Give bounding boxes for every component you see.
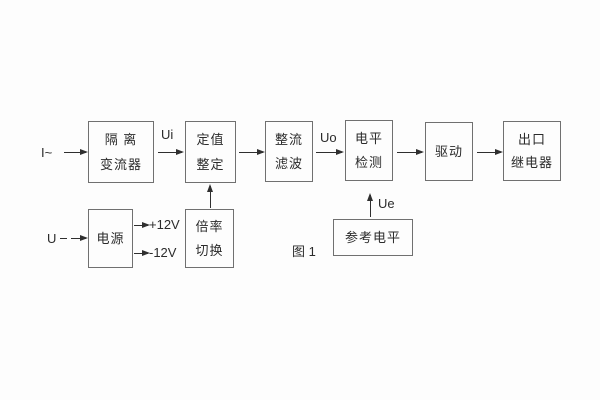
block-label: 滤波	[274, 156, 303, 171]
signal-label-minus-12v: -12V	[149, 245, 177, 260]
block-rectifier-filter: 整流 滤波	[265, 121, 313, 182]
block-label: 整流	[274, 132, 303, 147]
arrow-power-to-minus-12v	[134, 250, 150, 256]
block-label: 参考电平	[344, 230, 401, 245]
input-voltage-lead-line	[60, 238, 67, 239]
arrow-ratio-switch-to-setting	[207, 184, 213, 208]
arrow-rectifier-to-level-detect	[316, 149, 344, 155]
arrow-isolation-to-setting	[158, 149, 184, 155]
signal-label-input-voltage: U	[47, 231, 57, 246]
arrow-setting-to-rectifier	[239, 149, 265, 155]
block-label: 检测	[354, 155, 383, 170]
block-label: 电源	[96, 231, 125, 246]
signal-label-input-current: I~	[41, 145, 53, 160]
block-power-supply: 电源	[88, 209, 133, 268]
block-label: 切换	[195, 242, 224, 258]
block-reference-level: 参考电平	[333, 219, 413, 256]
block-label: 变流器	[99, 156, 142, 172]
block-isolation-transformer: 隔 离 变流器	[88, 121, 154, 183]
block-label: 出口	[517, 131, 546, 147]
signal-label-plus-12v: +12V	[149, 217, 180, 232]
arrow-drive-to-output-relay	[477, 149, 503, 155]
arrow-reference-level-ue	[367, 193, 373, 217]
arrow-input-voltage-to-power	[71, 235, 88, 241]
block-drive: 驱动	[425, 122, 473, 181]
block-level-detect: 电平 检测	[345, 120, 393, 181]
block-output-relay: 出口 继电器	[503, 121, 561, 181]
figure-caption: 图 1	[292, 244, 316, 259]
block-ratio-switch: 倍率 切换	[185, 209, 234, 268]
block-label: 隔 离	[104, 132, 138, 148]
signal-label-ui: Ui	[161, 127, 174, 142]
block-label: 电平	[354, 131, 383, 146]
arrow-power-to-plus-12v	[134, 222, 150, 228]
signal-label-uo: Uo	[320, 130, 337, 145]
signal-label-ue: Ue	[378, 196, 395, 211]
block-setting-adjust: 定值 整定	[185, 121, 236, 183]
block-label: 倍率	[195, 219, 224, 235]
block-label: 驱动	[434, 144, 463, 159]
block-label: 定值	[196, 132, 225, 148]
arrow-level-detect-to-drive	[397, 149, 424, 155]
block-label: 继电器	[510, 155, 553, 171]
arrow-input-current-to-isolation	[64, 149, 88, 155]
block-label: 整定	[196, 156, 225, 172]
